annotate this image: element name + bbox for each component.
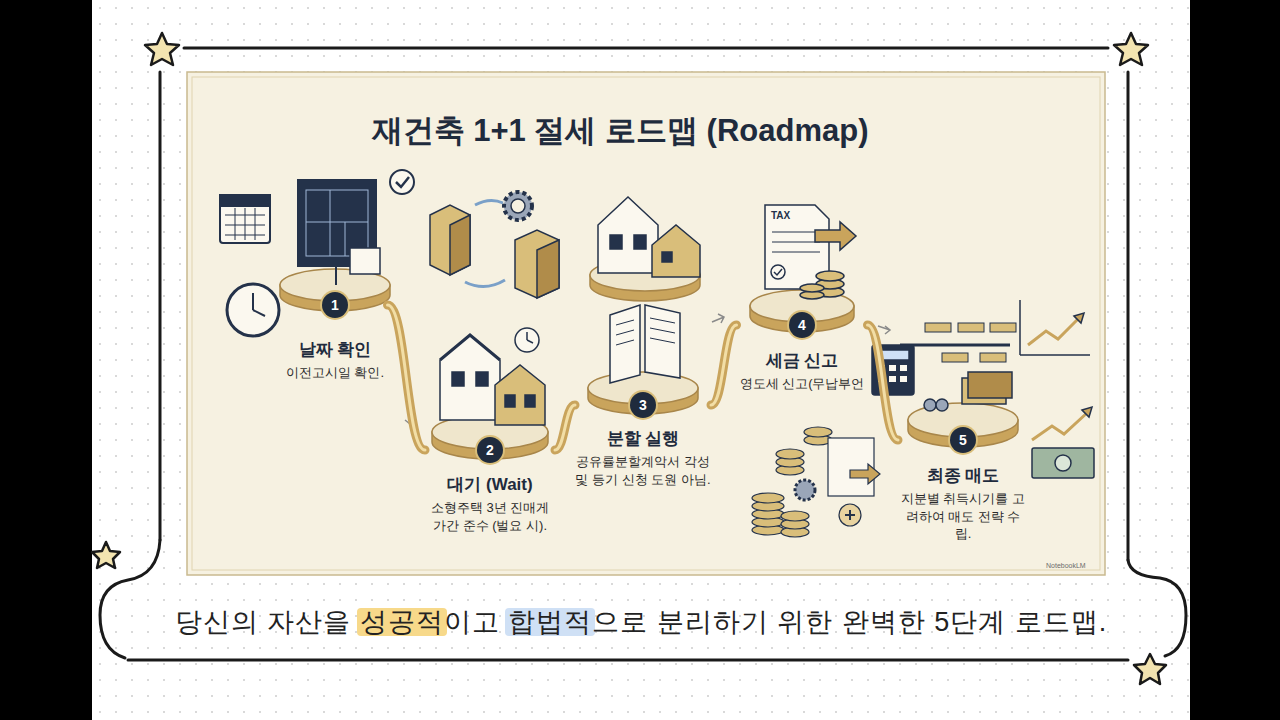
road-connector — [868, 325, 899, 440]
step-node: 4 세금 신고영도세 신고(무납부언 — [737, 312, 868, 393]
road-center — [711, 325, 737, 405]
caption: 당신의 자산을 성공적이고 합법적으로 분리하기 위한 완벽한 5단계 로드맵. — [92, 604, 1190, 640]
step-number: 1 — [322, 292, 348, 318]
step-number: 4 — [789, 312, 815, 338]
step-title: 세금 신고 — [766, 349, 839, 372]
icon-label: TAX — [771, 210, 790, 221]
road-center — [868, 325, 899, 440]
step-description: 지분별 취득시기를 고려하여 매도 전략 수립. — [898, 490, 1028, 543]
step-node: 1 날짜 확인이전고시일 확인. — [283, 292, 388, 382]
step-number: 2 — [477, 437, 503, 463]
road-band — [711, 325, 737, 405]
road-band — [388, 305, 426, 450]
step-node: 5 최종 매도지분별 취득시기를 고려하여 매도 전략 수립. — [898, 427, 1028, 543]
step-title: 분할 실행 — [607, 427, 680, 450]
step-description: 공유률분할계악서 각성 및 등기 신청 도원 아님. — [575, 453, 711, 488]
road-center — [388, 305, 426, 450]
step-description: 이전고시일 확인. — [286, 364, 384, 382]
step-number: 5 — [950, 427, 976, 453]
step-description: 소형주택 3년 진매게 가간 준수 (벌요 시). — [425, 499, 555, 534]
road-center — [555, 405, 575, 450]
step-title: 날짜 확인 — [299, 338, 372, 361]
step-number: 3 — [630, 392, 656, 418]
step-node: 3 분할 실행공유률분할계악서 각성 및 등기 신청 도원 아님. — [575, 392, 711, 488]
step-title: 최종 매도 — [927, 464, 1000, 487]
road-band — [555, 405, 575, 450]
watermark: NotebookLM — [1046, 562, 1086, 569]
road-connector — [555, 405, 575, 450]
step-title: 대기 (Wait) — [447, 473, 532, 496]
step-node: 2 대기 (Wait) 소형주택 3년 진매게 가간 준수 (벌요 시). — [425, 437, 555, 534]
diagram-title: 재건축 1+1 절세 로드맵 (Roadmap) — [320, 110, 920, 152]
step-description: 영도세 신고(무납부언 — [740, 375, 865, 393]
road-connector — [388, 305, 426, 450]
road-band — [868, 325, 899, 440]
road-connector — [711, 325, 737, 405]
